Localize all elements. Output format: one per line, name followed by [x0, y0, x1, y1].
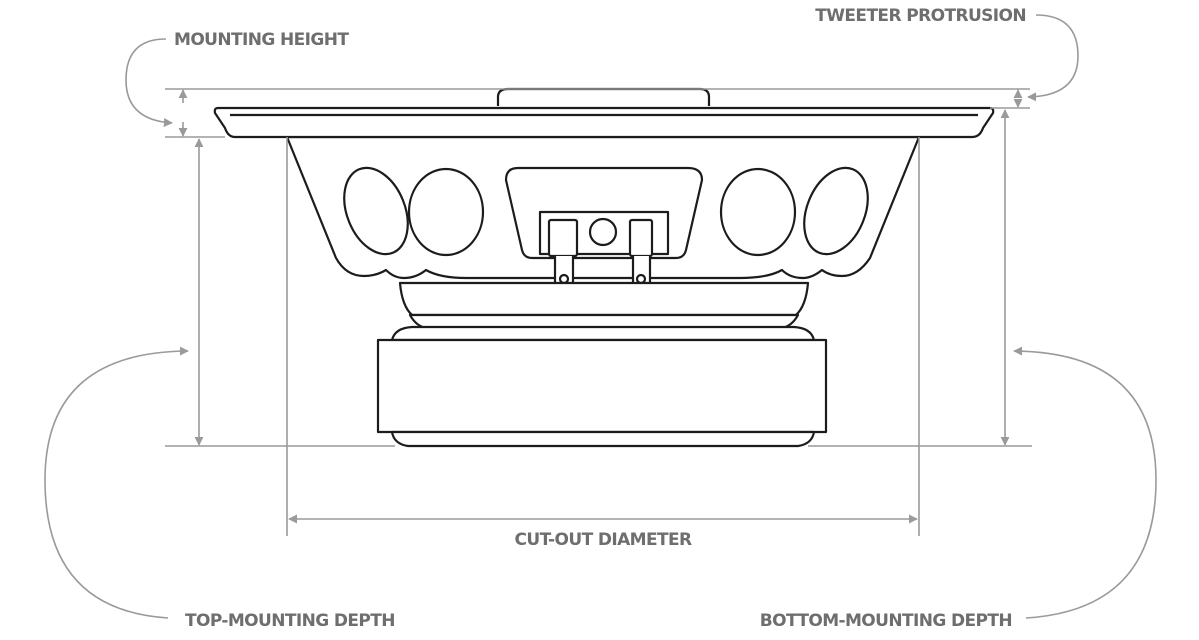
magnet-bottom-plate: [390, 430, 816, 448]
vent-window-left: [407, 167, 485, 257]
tweeter-protrusion-label: TWEETER PROTRUSION: [815, 6, 1026, 26]
vent-window-far-right: [803, 166, 869, 256]
top-mounting-depth-leader: [44, 346, 189, 619]
tweeter-cap: [496, 87, 711, 106]
dimension-lines: [44, 14, 1157, 619]
speaker-side-view: [213, 87, 995, 448]
cut-out-diameter-label: CUT-OUT DIAMETER: [514, 530, 692, 550]
dimension-labels: MOUNTING HEIGHT TWEETER PROTRUSION CUT-O…: [174, 6, 1027, 631]
basket-lower-ring: [398, 281, 810, 317]
top-mounting-depth-label: TOP-MOUNTING DEPTH: [185, 611, 395, 631]
vent-window-far-left: [343, 166, 409, 256]
terminal-screw: [588, 217, 618, 247]
magnet-body: [376, 338, 828, 434]
vent-window-right: [719, 167, 797, 257]
mounting-flange: [213, 106, 995, 139]
mounting-height-label: MOUNTING HEIGHT: [174, 30, 349, 50]
mounting-height-leader: [125, 38, 173, 127]
bottom-mounting-depth-label: BOTTOM-MOUNTING DEPTH: [760, 611, 1012, 631]
bottom-mounting-depth-leader: [1013, 346, 1157, 619]
magnet-top-plate: [390, 325, 816, 342]
tweeter-protrusion-leader: [1027, 14, 1079, 102]
